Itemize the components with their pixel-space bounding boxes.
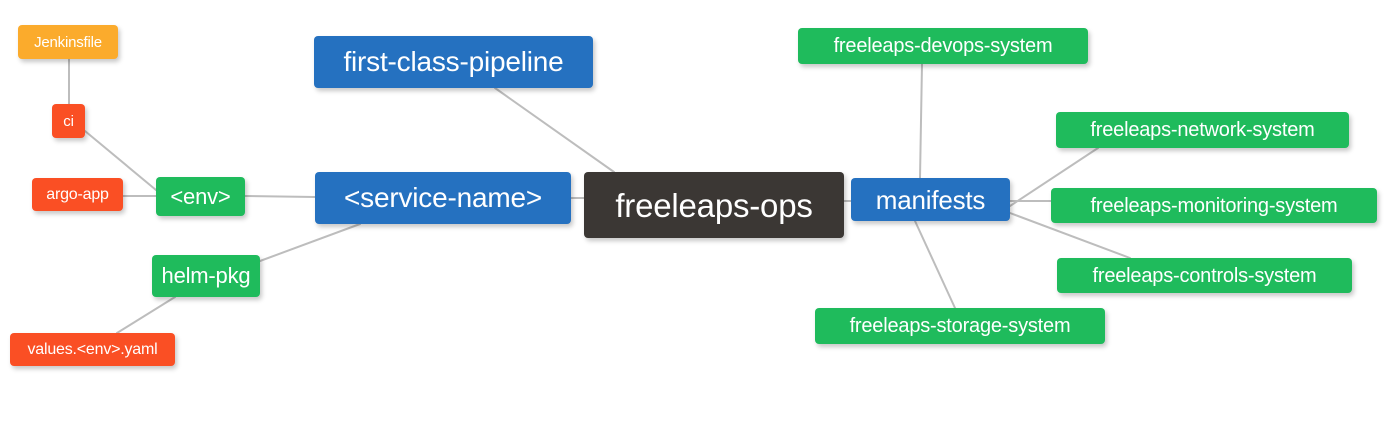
node-freeleaps-ops[interactable]: freeleaps-ops (584, 172, 844, 238)
node-devops-system[interactable]: freeleaps-devops-system (798, 28, 1088, 64)
edge-manifests-to-devops-system (919, 63, 923, 179)
node-env[interactable]: <env> (156, 177, 245, 216)
node-monitoring-system[interactable]: freeleaps-monitoring-system (1051, 188, 1377, 223)
node-jenkinsfile[interactable]: Jenkinsfile (18, 25, 118, 59)
node-service-name[interactable]: <service-name> (315, 172, 571, 224)
node-manifests[interactable]: manifests (851, 178, 1010, 221)
edge-env-to-service-name (244, 195, 316, 198)
edge-values-yaml-to-helm-pkg (116, 296, 176, 334)
node-argo-app[interactable]: argo-app (32, 178, 123, 211)
node-controls-system[interactable]: freeleaps-controls-system (1057, 258, 1352, 293)
edge-first-class-pipeline-to-freeleaps-ops (494, 87, 615, 173)
node-values-yaml[interactable]: values.<env>.yaml (10, 333, 175, 366)
node-network-system[interactable]: freeleaps-network-system (1056, 112, 1349, 148)
node-ci[interactable]: ci (52, 104, 85, 138)
node-helm-pkg[interactable]: helm-pkg (152, 255, 260, 297)
edge-helm-pkg-to-service-name (259, 223, 361, 262)
edge-manifests-to-storage-system (914, 220, 956, 309)
node-first-class-pipeline[interactable]: first-class-pipeline (314, 36, 593, 88)
node-storage-system[interactable]: freeleaps-storage-system (815, 308, 1105, 344)
